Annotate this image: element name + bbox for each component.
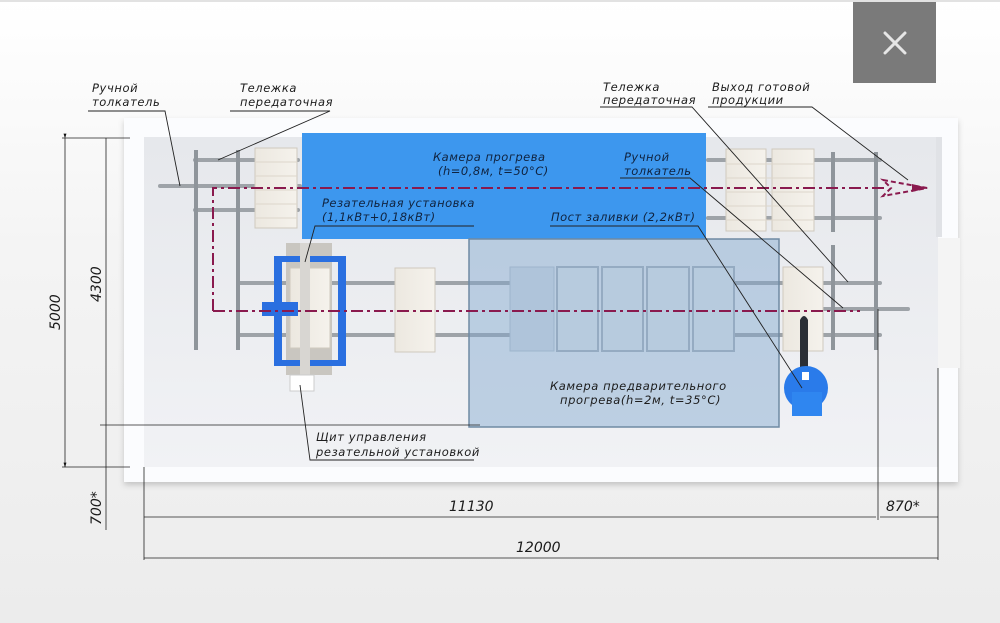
leader-manual-pusher-left <box>88 110 181 187</box>
label-preheat-chamber-2: прогрева(h=2м, t=35°C) <box>560 393 721 407</box>
exit-arrow-tip <box>912 184 928 192</box>
cutting-motor <box>262 302 298 316</box>
label-heating-chamber-1: Камера прогрева <box>433 150 546 164</box>
cart-frames <box>194 150 878 350</box>
close-button[interactable] <box>853 2 936 83</box>
top-edge <box>0 0 1000 2</box>
mold <box>556 266 599 352</box>
label-transfer-cart-right-2: передаточная <box>603 93 696 107</box>
label-manual-pusher-right-2: толкатель <box>624 164 691 178</box>
concrete-block <box>725 148 767 232</box>
label-cutting-unit-1: Резательная установка <box>322 196 475 210</box>
mold <box>646 266 690 352</box>
leader-transfer-cart-right <box>600 106 849 283</box>
dimension-lines <box>62 133 939 560</box>
exit-arrow-outline <box>880 178 928 198</box>
label-transfer-cart-right-1: Тележка <box>603 80 660 94</box>
dim-total-height: 5000 <box>48 294 64 330</box>
dim-inner-height: 4300 <box>89 266 105 302</box>
mold <box>692 266 735 352</box>
leader-manual-pusher-right <box>620 177 844 309</box>
exit-arrow <box>880 178 928 198</box>
label-transfer-cart-left-2: передаточная <box>240 95 333 109</box>
wall-inner-shadow <box>936 137 942 237</box>
label-transfer-cart-left-1: Тележка <box>240 81 297 95</box>
leader-control-panel <box>299 384 474 461</box>
dim-offset-left: 700* <box>89 491 105 525</box>
cutting-frame <box>274 256 346 366</box>
leader-pouring-station <box>550 225 803 389</box>
label-finished-output-1: Выход готовой <box>712 80 810 94</box>
label-manual-pusher-left-1: Ручной <box>92 81 138 95</box>
label-preheat-chamber-1: Камера предварительного <box>550 379 727 393</box>
pour-hose <box>800 316 808 372</box>
concrete-block <box>771 148 815 232</box>
blocks-right <box>725 148 815 232</box>
leader-cutting-unit <box>304 225 474 263</box>
leader-lines <box>88 106 909 461</box>
label-heating-chamber-2: (h=0,8м, t=50°C) <box>438 164 549 178</box>
flow-path-upper <box>212 187 888 311</box>
dim-offset-right: 870* <box>886 499 920 515</box>
leader-transfer-cart-left <box>217 110 331 161</box>
cutting-unit <box>262 243 346 392</box>
pouring-station <box>784 316 828 416</box>
pour-sensor <box>802 372 809 380</box>
mold <box>601 266 644 352</box>
label-manual-pusher-right-1: Ручной <box>624 150 670 164</box>
close-icon <box>883 31 906 54</box>
dim-inner-length: 11130 <box>449 499 494 515</box>
leader-finished-output <box>708 106 909 181</box>
label-pouring-station: Пост заливки (2,2кВт) <box>551 210 696 224</box>
label-control-panel-2: резательной установкой <box>315 445 480 459</box>
dim-total-length: 12000 <box>516 540 561 556</box>
heating-chamber <box>302 133 706 239</box>
preheat-area <box>468 238 824 428</box>
pour-hopper <box>792 392 822 416</box>
mold-block <box>509 266 555 352</box>
label-finished-output-2: продукции <box>712 93 784 107</box>
control-panel-box <box>289 374 315 392</box>
label-control-panel-1: Щит управления <box>316 430 427 444</box>
label-cutting-unit-2: (1,1кВт+0,18кВт) <box>322 210 436 224</box>
cutting-beam <box>300 243 310 375</box>
preheat-chamber <box>468 238 780 428</box>
label-manual-pusher-left-2: толкатель <box>92 95 160 109</box>
door-opening <box>938 238 960 368</box>
